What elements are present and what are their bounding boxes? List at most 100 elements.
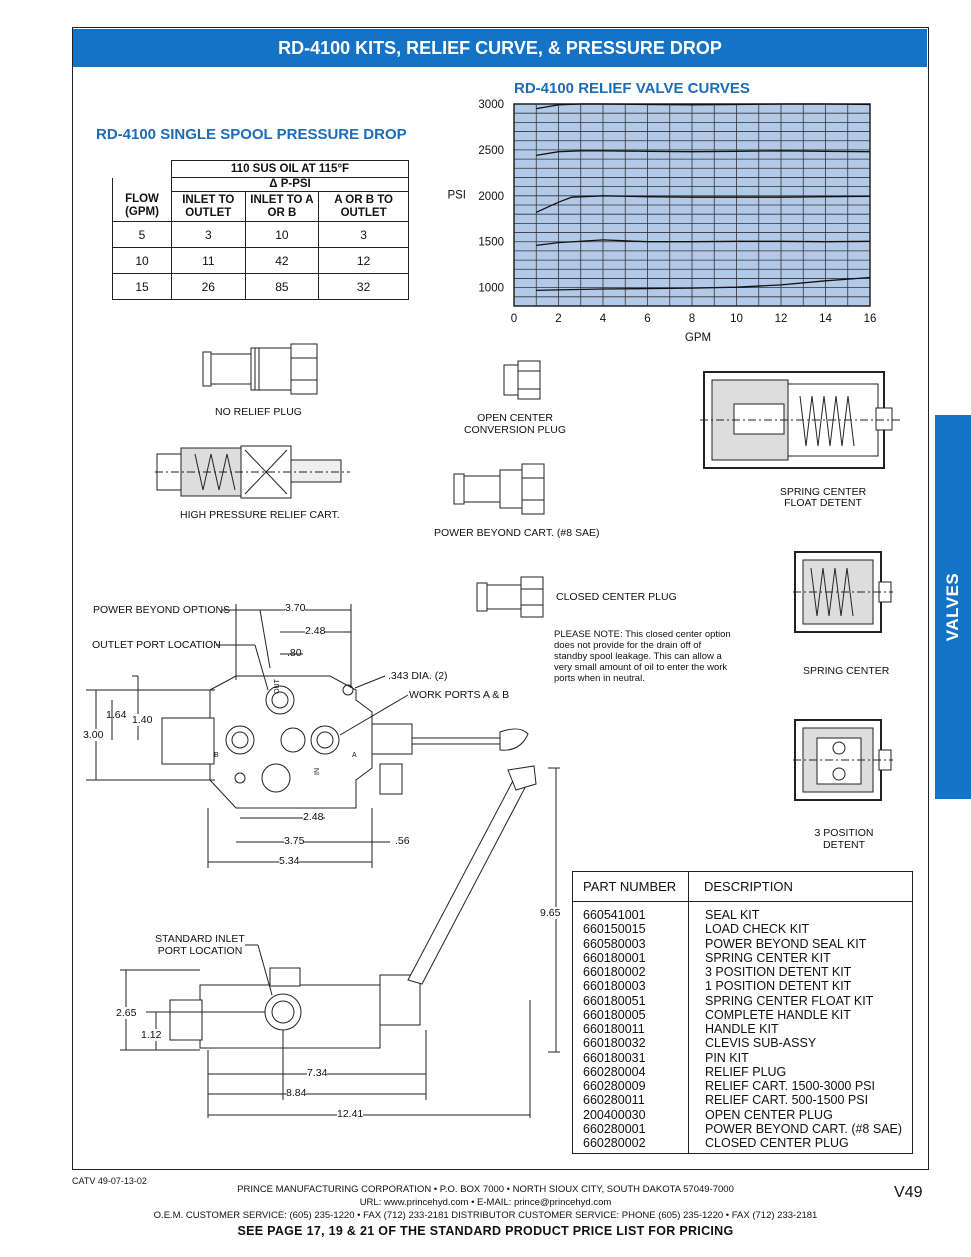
cell: 10 [112,247,172,274]
col-inlet-ab: INLET TO A OR B [244,191,320,222]
cell: 26 [171,273,246,300]
part-description: RELIEF PLUG [705,1064,787,1079]
y-tick-label: 1500 [478,237,504,249]
cell: 32 [318,273,409,300]
x-tick-label: 0 [511,313,517,325]
part-description: POWER BEYOND SEAL KIT [705,936,867,951]
part-description: CLEVIS SUB-ASSY [705,1036,817,1051]
dim-9-65: 9.65 [540,907,561,919]
label-out: OUT [273,679,281,694]
series-line [536,276,871,292]
cell: 85 [244,273,320,300]
standard-inlet-label-1: STANDARD INLET [155,933,245,945]
dim-3-70: 3.70 [285,602,306,614]
pressure-drop-heading: RD-4100 SINGLE SPOOL PRESSURE DROP [96,126,407,143]
closed-center-plug-label: CLOSED CENTER PLUG [556,591,677,603]
note-line: very small amount of oil to enter the wo… [554,662,728,673]
part-number: 660180032 [583,1036,646,1051]
part-description: SPRING CENTER FLOAT KIT [705,993,874,1008]
x-tick-label: 10 [730,313,743,325]
dim-7-34: 7.34 [307,1067,328,1079]
page-frame [72,27,929,1170]
part-number: 660541001 [583,908,646,922]
cell: 5 [112,221,172,248]
dim-2-48-bottom: 2.48 [303,811,324,823]
footer-pricing: SEE PAGE 17, 19 & 21 OF THE STANDARD PRO… [237,1224,734,1238]
chart-title: RD-4100 RELIEF VALVE CURVES [514,80,750,97]
part-description: POWER BEYOND CART. (#8 SAE) [705,1121,903,1136]
note-line: ports when in neutral. [554,673,645,684]
pressure-drop-table: 110 SUS OIL AT 115°F Δ P-PSI FLOW (GPM) … [112,160,409,300]
footer-line-3: O.E.M. CUSTOMER SERVICE: (605) 235-1220 … [153,1210,818,1221]
dim-343-dia: .343 DIA. (2) [388,670,448,682]
spring-center-label: SPRING CENTER [803,665,890,677]
part-description: RELIEF CART. 500-1500 PSI [705,1093,869,1108]
open-center-plug-drawing [503,360,541,400]
note-line: standby spool leakage. This can allow a [554,651,722,662]
label-in: IN [314,768,321,775]
part-number: 660150015 [583,922,646,937]
high-pressure-relief-label: HIGH PRESSURE RELIEF CART. [180,509,340,521]
x-tick-label: 2 [555,313,561,325]
series-line [536,103,871,110]
x-tick-label: 6 [644,313,650,325]
dim-2-48-top: 2.48 [305,625,326,637]
part-description: COMPLETE HANDLE KIT [705,1007,851,1022]
catalog-number: CATV 49-07-13-02 [72,1176,147,1186]
dim-8-84: 8.84 [286,1087,307,1099]
dim-3-00: 3.00 [83,729,104,741]
page-number: V49 [894,1184,923,1201]
no-relief-plug-label: NO RELIEF PLUG [215,406,302,418]
col-ab-outlet: A OR B TO OUTLET [318,191,409,222]
part-number: 660280009 [583,1079,646,1093]
cell: 15 [112,273,172,300]
note-line: does not provide for the drain off of [554,640,702,651]
part-number: 660180031 [583,1050,646,1065]
series-line [536,195,871,213]
y-tick-label: 2000 [478,191,504,203]
banner-title: RD-4100 KITS, RELIEF CURVE, & PRESSURE D… [73,29,927,67]
open-center-label-1: OPEN CENTER [477,412,553,424]
col-flow: FLOW (GPM) [112,191,172,222]
part-number: 200400030 [583,1107,646,1122]
work-ports-label: WORK PORTS A & B [409,689,510,701]
part-description: 1 POSITION DETENT KIT [705,979,852,994]
closed-center-plug-drawing [476,576,544,618]
outlet-port-location-label: OUTLET PORT LOCATION [92,639,221,651]
dim-1-64: 1.64 [106,709,127,721]
standard-inlet-label-2: PORT LOCATION [157,945,243,957]
label-b: B [214,752,219,759]
part-description: LOAD CHECK KIT [705,922,810,937]
dim-2-65: 2.65 [116,1007,137,1019]
x-axis-label: GPM [685,332,711,344]
part-description: PIN KIT [705,1050,749,1065]
parts-divider [688,872,689,1153]
spring-center-float-label-2: FLOAT DETENT [784,497,862,509]
part-number: 660580003 [583,936,646,951]
dim-0-56: .56 [395,835,410,847]
side-tab: VALVES [935,415,971,799]
dim-1-12: 1.12 [141,1029,162,1041]
cell: 3 [318,221,409,248]
part-number: 660180011 [583,1022,645,1036]
cell: 11 [171,247,246,274]
dim-3-75: 3.75 [284,835,305,847]
y-tick-label: 2500 [478,145,504,157]
part-description: HANDLE KIT [705,1022,779,1036]
part-number: 660180002 [583,965,646,979]
dim-12-41: 12.41 [337,1108,364,1120]
x-tick-label: 14 [819,313,832,325]
power-beyond-cart-label: POWER BEYOND CART. (#8 SAE) [434,527,600,539]
part-description: RELIEF CART. 1500-3000 PSI [705,1079,875,1093]
part-description: CLOSED CENTER PLUG [705,1136,849,1150]
part-number: 660180051 [583,993,646,1008]
part-description: SPRING CENTER KIT [705,950,831,965]
series-line [536,150,871,157]
part-number: 660280004 [583,1064,646,1079]
open-center-label-2: CONVERSION PLUG [463,424,567,436]
y-tick-label: 1000 [478,283,504,295]
note-block: PLEASE NOTE: This closed center option d… [554,629,731,684]
